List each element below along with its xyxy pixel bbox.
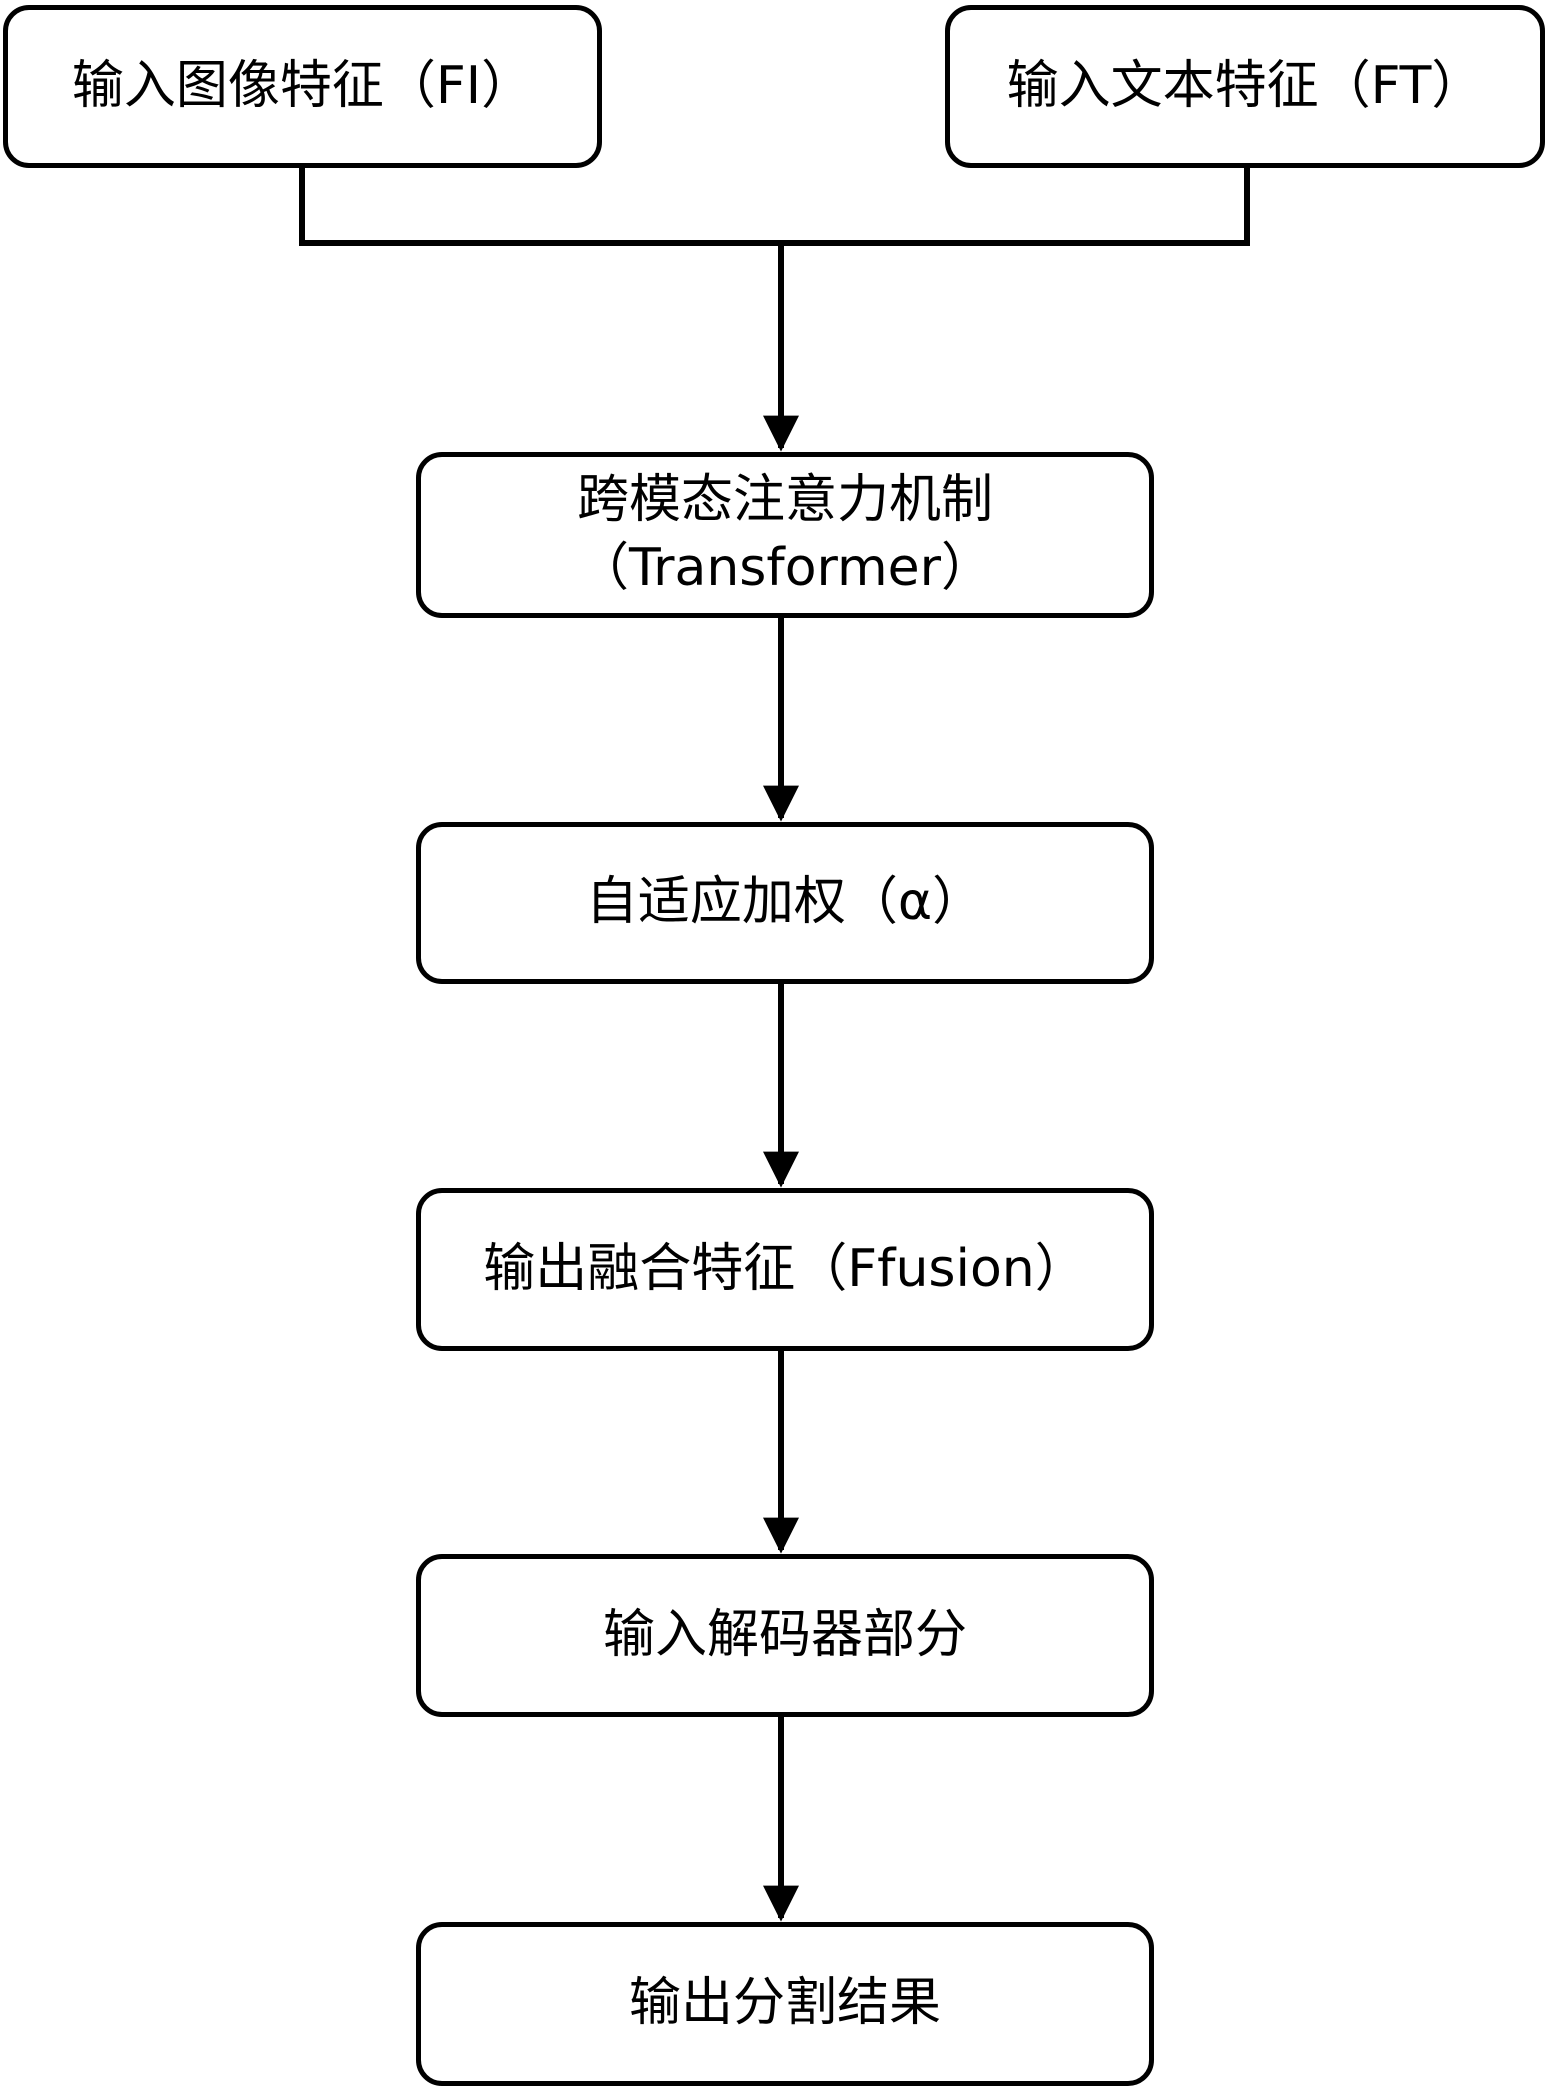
cross-modal-attention-sublabel: （Transformer） — [576, 538, 994, 598]
decoder-input-node: 输入解码器部分 — [416, 1554, 1154, 1717]
adaptive-weighting-node: 自适应加权（α） — [416, 822, 1154, 984]
segmentation-output-label: 输出分割结果 — [628, 1973, 941, 2034]
cross-modal-attention-node: 跨模态注意力机制 （Transformer） — [416, 452, 1154, 618]
input-text-features-label: 输入文本特征（FT） — [1006, 55, 1484, 116]
segmentation-output-node: 输出分割结果 — [416, 1922, 1154, 2086]
input-text-features-node: 输入文本特征（FT） — [945, 5, 1545, 168]
merge-line — [299, 168, 1250, 246]
cross-modal-attention-label: 跨模态注意力机制 — [576, 470, 993, 531]
fusion-output-node: 输出融合特征（Ffusion） — [416, 1188, 1154, 1351]
input-image-features-node: 输入图像特征（FI） — [3, 5, 602, 168]
decoder-input-label: 输入解码器部分 — [602, 1604, 967, 1665]
adaptive-weighting-label: 自适应加权（α） — [585, 872, 985, 933]
input-image-features-label: 输入图像特征（FI） — [71, 55, 534, 116]
fusion-output-label: 输出融合特征（Ffusion） — [483, 1238, 1087, 1299]
